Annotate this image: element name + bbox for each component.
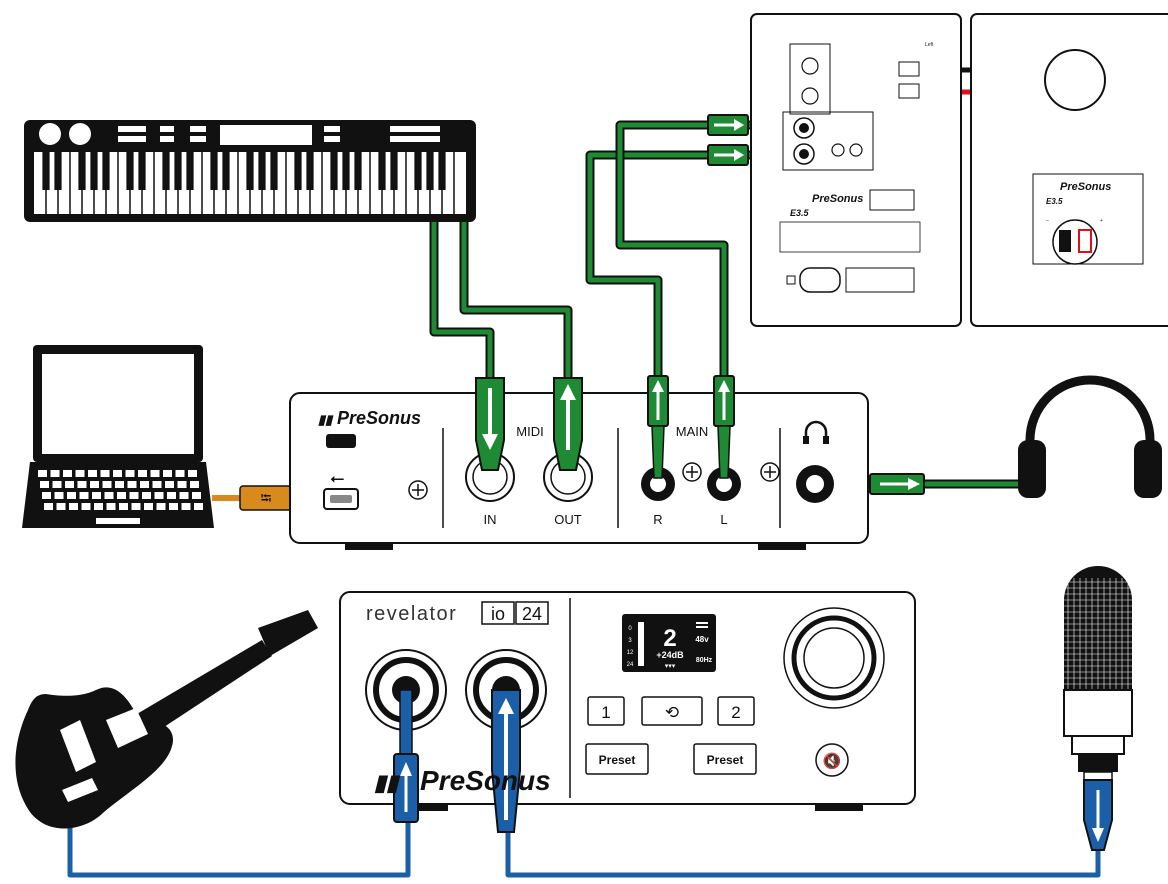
main-l-jack[interactable] xyxy=(707,467,741,501)
interface-logo: ▮▮ PreSonus xyxy=(318,408,421,428)
midi-cable-in-color xyxy=(431,222,493,385)
display-gain: +24dB xyxy=(656,650,684,660)
display-channel: 2 xyxy=(663,625,676,652)
svg-text:▮▮: ▮▮ xyxy=(374,770,401,795)
channel-1-label: 1 xyxy=(601,703,610,722)
monitor-passive-minus: – xyxy=(1046,218,1049,224)
monitor-l-plug xyxy=(707,114,749,136)
revelator-model-word: revelator xyxy=(366,603,457,625)
mute-button[interactable]: 🔇 xyxy=(815,743,849,777)
main-r-jack[interactable] xyxy=(641,467,675,501)
preset-left-label: Preset xyxy=(599,753,636,767)
loop-button[interactable]: ⟲ xyxy=(641,696,703,726)
channel-1-button[interactable]: 1 xyxy=(587,696,625,726)
revelator-model-code-1: io xyxy=(491,604,505,624)
revelator-display: 0 3 12 24 2 +24dB ▾▾▾ 48v 80Hz xyxy=(622,614,716,672)
headphone-plug xyxy=(869,473,925,495)
svg-text:▾▾▾: ▾▾▾ xyxy=(665,663,676,670)
microphone-icon xyxy=(1063,566,1133,851)
midi-in-plug xyxy=(475,377,505,471)
main-l-label: L xyxy=(720,512,727,527)
keyboard-icon xyxy=(24,120,476,222)
usb-icon: ⭠ xyxy=(330,468,344,488)
monitor-passive-panel xyxy=(898,13,1168,327)
guitar-cable xyxy=(67,815,411,878)
main-r-plug xyxy=(647,375,669,479)
main-r-cable-color xyxy=(587,152,790,385)
monitor-passive-left-label: Left xyxy=(925,42,934,48)
headphone-jack-icon xyxy=(803,420,829,444)
preset-right-label: Preset xyxy=(707,753,744,767)
display-phantom: 48v xyxy=(695,635,709,644)
meter-mark-24: 24 xyxy=(627,662,634,668)
monitor-back-brand: PreSonus xyxy=(812,193,863,205)
revelator-logo: ▮▮ PreSonus xyxy=(374,765,551,796)
monitor-passive-plus: + xyxy=(1100,218,1103,224)
monitor-passive-brand: PreSonus xyxy=(1060,181,1111,193)
monitor-back-panel xyxy=(750,13,962,327)
monitor-r-plug xyxy=(707,144,749,166)
display-hpf: 80Hz xyxy=(696,657,713,664)
channel-2-button[interactable]: 2 xyxy=(717,696,755,726)
mute-icon: 🔇 xyxy=(823,752,842,770)
revelator-brand: PreSonus xyxy=(420,765,551,796)
main-l-plug xyxy=(713,375,735,479)
midi-cable-out-color xyxy=(461,222,571,385)
headphones-icon xyxy=(1018,375,1162,498)
revelator-device xyxy=(339,591,916,811)
main-label: MAIN xyxy=(676,424,709,439)
meter-mark-3: 3 xyxy=(628,638,632,644)
svg-text:⭾: ⭾ xyxy=(261,490,272,506)
loop-icon: ⟲ xyxy=(665,703,679,722)
mic-cable xyxy=(505,830,1101,878)
main-r-label: R xyxy=(653,512,662,527)
meter-mark-0: 0 xyxy=(628,626,632,632)
midi-label: MIDI xyxy=(516,424,543,439)
guitar-input-plug xyxy=(393,689,419,823)
laptop-icon xyxy=(22,345,214,528)
preset-right-button[interactable]: Preset xyxy=(693,743,757,775)
midi-in-label: IN xyxy=(484,512,497,527)
monitor-passive-model: E3.5 xyxy=(1046,197,1063,206)
mic-input-plug xyxy=(491,689,521,833)
screw-l xyxy=(760,462,780,482)
meter-mark-12: 12 xyxy=(627,650,634,656)
preset-left-button[interactable]: Preset xyxy=(585,743,649,775)
channel-2-label: 2 xyxy=(731,703,740,722)
power-led xyxy=(326,434,356,448)
svg-text:▮▮: ▮▮ xyxy=(318,412,334,427)
monitor-back-model: E3.5 xyxy=(790,208,810,218)
midi-cable-out xyxy=(459,222,573,385)
ground-screw xyxy=(408,480,428,500)
headphone-jack[interactable] xyxy=(796,465,834,503)
screw-r xyxy=(682,462,702,482)
guitar-icon xyxy=(15,610,318,829)
main-l-cable-color xyxy=(617,122,790,385)
midi-out-plug xyxy=(553,377,583,471)
revelator-model-code-2: 24 xyxy=(522,604,542,624)
interface-brand: PreSonus xyxy=(337,408,421,428)
volume-knob[interactable] xyxy=(783,607,885,709)
midi-out-label: OUT xyxy=(554,512,582,527)
